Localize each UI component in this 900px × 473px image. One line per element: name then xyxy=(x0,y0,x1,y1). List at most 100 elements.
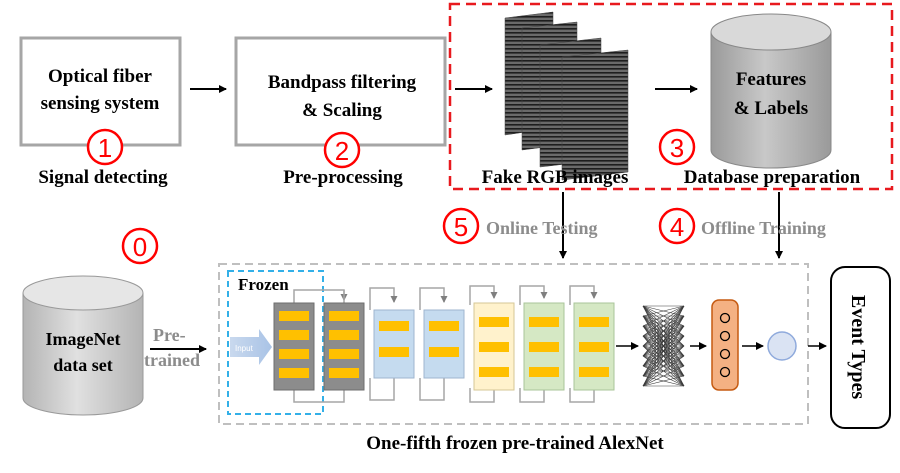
offline-training-label: Offline Training xyxy=(701,218,826,238)
layer-4-unit xyxy=(429,347,459,357)
features-line-2: & Labels xyxy=(734,98,808,119)
fc-connection xyxy=(642,355,685,387)
output-node xyxy=(767,331,797,361)
classifier-neuron xyxy=(719,348,731,360)
imagenet-line-1: ImageNet xyxy=(46,329,121,349)
signal-detecting-caption: Signal detecting xyxy=(38,167,168,188)
fc-connection xyxy=(642,305,685,387)
classifier-neuron xyxy=(719,312,731,324)
event-types-output: Event Types xyxy=(830,266,891,429)
event-types-label: Event Types xyxy=(847,295,869,399)
layer-2-unit xyxy=(329,330,359,340)
layer-3-unit xyxy=(379,347,409,357)
step-5-number: 5 xyxy=(454,212,468,242)
imagenet-database-top xyxy=(22,275,144,311)
layer-5-unit xyxy=(479,342,509,352)
layer-1-unit xyxy=(279,330,309,340)
input-arrow xyxy=(230,329,272,365)
layer-1-unit xyxy=(279,368,309,378)
step-5-circle xyxy=(442,207,480,245)
fc-connection xyxy=(642,305,685,327)
layer-2-unit xyxy=(329,349,359,359)
layer-5-unit xyxy=(479,317,509,327)
features-line-1: Features xyxy=(736,69,806,90)
classifier-neuron xyxy=(719,366,731,378)
layer-6-unit xyxy=(529,317,559,327)
fc-connection xyxy=(642,375,685,387)
event-types-box xyxy=(830,266,891,429)
pre-processing-caption: Pre-processing xyxy=(283,167,403,188)
step-2-number: 2 xyxy=(335,136,349,166)
layer-1-unit xyxy=(279,311,309,321)
fc-connection xyxy=(642,315,685,387)
layer-5-unit xyxy=(479,367,509,377)
classifier-neuron xyxy=(719,330,731,342)
optical-fiber-line-1: Optical fiber xyxy=(48,66,153,87)
step-0-number: 0 xyxy=(133,232,147,262)
bandpass-box xyxy=(234,36,447,147)
layer-7-unit xyxy=(579,367,609,377)
image-sheet-4 xyxy=(561,49,629,181)
database-preparation-caption: Database preparation xyxy=(684,167,861,188)
frozen-label: Frozen xyxy=(238,275,289,294)
fc-connection xyxy=(642,305,685,337)
step-2-circle xyxy=(323,131,361,169)
step-0-circle xyxy=(121,227,159,265)
step-1-circle xyxy=(86,128,124,166)
database-region-border xyxy=(448,2,894,191)
layer-6-unit xyxy=(529,342,559,352)
pretrained-label-line-2: trained xyxy=(144,350,200,370)
fc-connection xyxy=(642,305,685,377)
network-border xyxy=(218,263,809,425)
fc-connection xyxy=(642,305,685,347)
step-4-number: 4 xyxy=(670,212,684,242)
layer-1-unit xyxy=(279,349,309,359)
fully-connected-mesh xyxy=(642,305,685,387)
signal-detecting-stage: Optical fiber sensing system 1 Signal de… xyxy=(19,36,182,188)
network-caption: One-fifth frozen pre-trained AlexNet xyxy=(366,433,664,454)
layer-3-unit xyxy=(379,321,409,331)
layer-7-unit xyxy=(579,317,609,327)
layer-2-unit xyxy=(329,311,359,321)
online-testing-flow: 5 Online Testing xyxy=(442,192,598,259)
database-top xyxy=(710,13,832,51)
step-3-number: 3 xyxy=(670,133,684,163)
optical-fiber-line-2: sensing system xyxy=(41,93,160,114)
conv-layer-3 xyxy=(373,309,415,379)
database-body xyxy=(710,32,832,169)
online-testing-label: Online Testing xyxy=(486,218,598,238)
offline-training-flow: 4 Offline Training xyxy=(658,192,826,259)
bandpass-line-1: Bandpass filtering xyxy=(268,72,417,93)
frozen-region xyxy=(227,270,324,415)
conv-layer-4 xyxy=(423,309,465,379)
imagenet-line-2: data set xyxy=(53,355,113,375)
conv-layers xyxy=(273,302,615,391)
fc-connection xyxy=(642,305,685,357)
layer-2-unit xyxy=(329,368,359,378)
features-labels-database: Features & Labels xyxy=(710,13,832,169)
fc-connection xyxy=(642,365,685,387)
classifier-layer xyxy=(711,299,739,391)
fc-connection xyxy=(642,325,685,387)
pre-processing-stage: Bandpass filtering & Scaling 2 Pre-proce… xyxy=(234,36,447,188)
fc-connection xyxy=(642,335,685,387)
step-1-number: 1 xyxy=(98,133,112,163)
layer-4-unit xyxy=(429,321,459,331)
pretrained-label-line-1: Pre- xyxy=(153,325,186,345)
fc-connection xyxy=(642,305,685,367)
layer-6-unit xyxy=(529,367,559,377)
fake-rgb-images xyxy=(504,11,629,181)
database-preparation-stage: Features & Labels 3 Fake RGB images Data… xyxy=(448,2,894,191)
step-4-circle xyxy=(658,207,696,245)
alexnet-network: Frozen Input xyxy=(218,263,809,454)
input-label: Input xyxy=(235,344,254,353)
imagenet-database-body xyxy=(22,293,144,416)
bandpass-line-2: & Scaling xyxy=(302,100,382,121)
optical-fiber-box xyxy=(19,36,182,147)
step-3-circle xyxy=(658,128,696,166)
layer-7-unit xyxy=(579,342,609,352)
imagenet-pretraining: 0 ImageNet data set Pre- trained xyxy=(22,227,207,416)
fake-rgb-images-caption: Fake RGB images xyxy=(482,167,629,188)
fc-connection xyxy=(642,345,685,387)
